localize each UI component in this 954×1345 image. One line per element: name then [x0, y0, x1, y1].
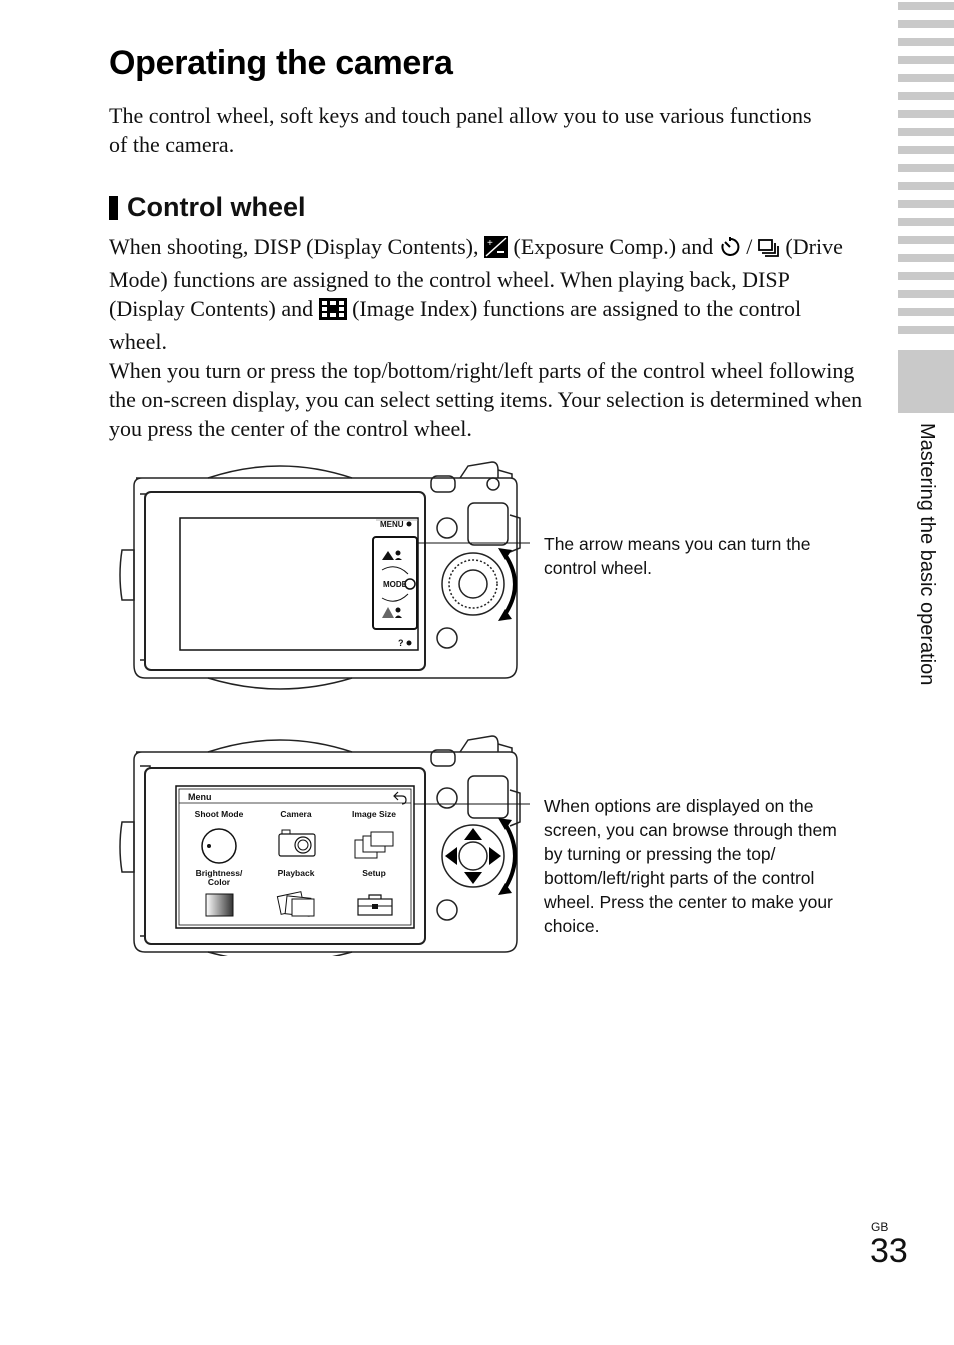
camera-icon [278, 829, 316, 857]
section-title: Control wheel [127, 192, 306, 222]
menu-item-camera[interactable]: Camera [280, 809, 311, 819]
return-icon [393, 791, 407, 805]
body-text: (Drive Mode) functions are assigned to t… [109, 234, 843, 321]
index-tab-stripe [898, 254, 954, 262]
four-way-arrows-icon [445, 828, 501, 884]
index-tab-stripe [898, 110, 954, 118]
menu-softkey-label: MENU [380, 520, 404, 529]
index-tab-stripe [898, 146, 954, 154]
body-text: (Exposure Comp.) and [513, 234, 714, 259]
mountain-icon [382, 550, 402, 560]
body-text: When shooting, DISP (Display Contents), [109, 234, 479, 259]
image-index-icon [318, 298, 347, 327]
intro-paragraph: The control wheel, soft keys and touch p… [109, 103, 812, 157]
index-tab-stripe [898, 218, 954, 226]
side-section-label: Mastering the basic operation [916, 423, 938, 686]
body-text-2: When you turn or press the top/bottom/ri… [109, 358, 863, 441]
section-marker [109, 195, 118, 220]
menu-title: Menu [188, 792, 212, 802]
section-heading: Control wheel [109, 192, 306, 223]
menu-item-shoot-mode[interactable]: Shoot Mode [195, 809, 244, 819]
continuous-drive-icon [758, 236, 780, 265]
menu-item-playback[interactable]: Playback [278, 868, 315, 878]
index-tab-stripe [898, 128, 954, 136]
toolbox-icon [357, 894, 393, 916]
rotation-arrow-icon [498, 818, 517, 895]
exposure-comp-icon: + [484, 236, 508, 265]
index-tab-stripe [898, 236, 954, 244]
rotation-arrow-icon [498, 548, 517, 621]
control-wheel-paragraph: When shooting, DISP (Display Contents), … [109, 232, 864, 443]
index-tab-stripe [898, 38, 954, 46]
index-tab-stripe [898, 74, 954, 82]
page-number: 33 [870, 1232, 908, 1270]
portrait-scene-icon [382, 607, 402, 618]
mode-label: MODE [383, 580, 408, 589]
svg-text:+: + [487, 238, 493, 249]
index-tab-stripe [898, 272, 954, 280]
self-timer-icon [719, 236, 741, 265]
index-tab-stripe [898, 164, 954, 172]
page-title: Operating the camera [109, 44, 453, 82]
index-tab-stripe [898, 308, 954, 316]
index-tab-stripe [898, 182, 954, 190]
menu-item-brightness-line2: Color [208, 877, 231, 887]
menu-item-setup[interactable]: Setup [362, 868, 386, 878]
body-text: (Image Index) functions are assigned to … [109, 296, 802, 354]
active-section-tab [898, 350, 954, 413]
index-tab-stripe [898, 92, 954, 100]
index-tab-stripe [898, 20, 954, 28]
index-tab-stripe [898, 326, 954, 334]
menu-item-brightness[interactable]: Brightness/ [196, 868, 243, 878]
image-size-icon [354, 831, 394, 859]
shoot-mode-dial-icon [201, 828, 237, 864]
region-code: GB [871, 1220, 889, 1234]
playback-icon [276, 891, 315, 917]
camera-illustration-menu: Menu Shoot Mode Camera Image Size Bright… [119, 735, 530, 956]
camera-illustration-turn: MENU MODE ? [119, 461, 530, 690]
index-tab-stripe [898, 56, 954, 64]
help-softkey-label: ? [398, 638, 404, 648]
drive-separator: / [746, 234, 753, 259]
menu-item-image-size[interactable]: Image Size [352, 809, 396, 819]
index-tab-stripe [898, 200, 954, 208]
index-tab-stripe [898, 2, 954, 10]
callout-turn-wheel: The arrow means you can turn the control… [544, 534, 811, 578]
index-tab-stripe [898, 290, 954, 298]
brightness-color-icon [205, 893, 234, 917]
callout-browse-options: When options are displayed on the screen… [544, 796, 837, 936]
